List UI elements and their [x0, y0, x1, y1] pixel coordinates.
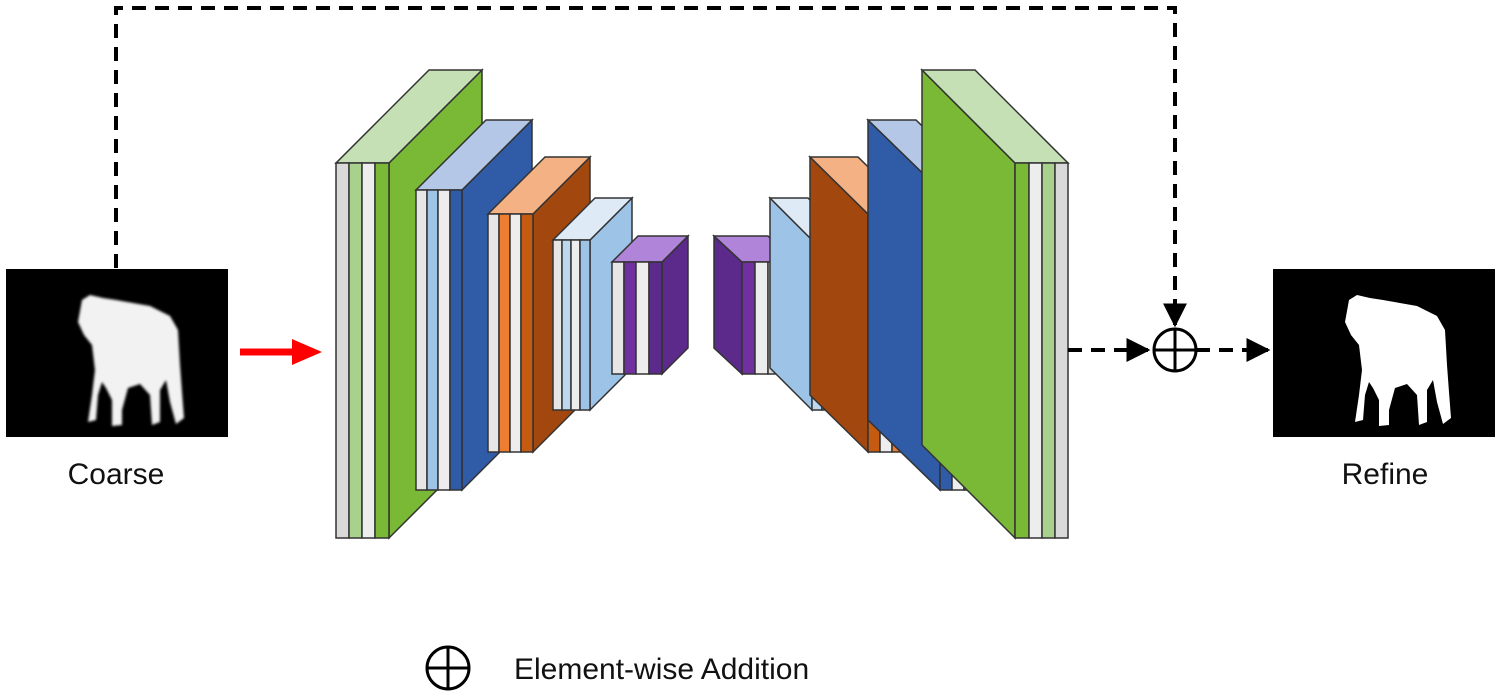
legend-label: Element-wise Addition	[514, 653, 809, 686]
wolf-silhouette-icon	[1345, 295, 1451, 426]
element-wise-addition-icon	[1152, 327, 1198, 373]
skip-connection-arrow	[114, 6, 1187, 328]
input-arrow	[240, 339, 322, 365]
wolf-silhouette-icon	[78, 295, 184, 426]
coarse-label: Coarse	[68, 458, 165, 491]
refine-mask-image	[1273, 269, 1495, 437]
decoder-stage-1	[920, 68, 1070, 540]
legend: Element-wise Addition	[425, 645, 809, 691]
encoder-stage-5	[610, 234, 690, 376]
coarse-mask-image	[6, 269, 228, 437]
refine-label: Refine	[1342, 458, 1429, 491]
legend-addition-icon	[425, 645, 471, 691]
